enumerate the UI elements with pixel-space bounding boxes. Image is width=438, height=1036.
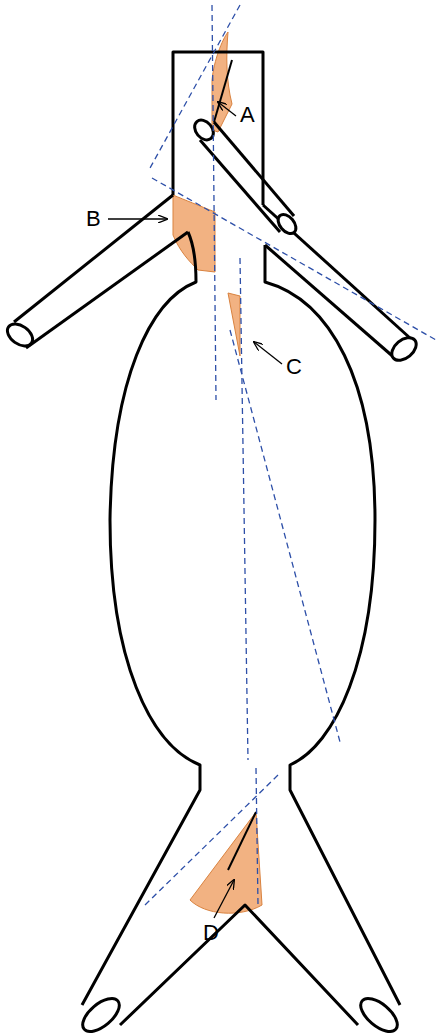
branch-wall <box>26 232 188 348</box>
leader-arrow <box>214 880 234 918</box>
centerline <box>228 812 256 870</box>
leader-arrow <box>218 102 236 116</box>
region-c <box>228 293 240 356</box>
vessel-wall <box>120 905 358 1025</box>
vessel-end <box>77 992 125 1036</box>
branch-wall <box>265 245 397 360</box>
dashed-line <box>152 178 436 340</box>
branch-wall <box>263 205 410 338</box>
vessel-wall <box>82 232 200 1005</box>
leader-arrow <box>254 342 282 364</box>
region-a <box>212 32 232 132</box>
dashed-line <box>212 5 216 400</box>
vessel-end <box>3 320 36 351</box>
branch-wall <box>214 122 294 216</box>
dashed-line <box>230 330 340 742</box>
leader-arrow <box>108 218 167 219</box>
callout-letter: C <box>286 356 302 378</box>
region-d <box>190 812 262 913</box>
dashed-line <box>256 768 258 905</box>
vessel-wall <box>265 245 400 1005</box>
callout-letter: D <box>203 922 219 944</box>
vessel-end <box>275 211 300 237</box>
centerline <box>214 60 232 122</box>
vessel-end <box>387 333 420 365</box>
callout-letter: A <box>240 104 255 126</box>
callout-letter: B <box>86 208 101 230</box>
dashed-line <box>240 258 248 760</box>
dashed-line <box>145 775 278 905</box>
dashed-line <box>150 5 240 168</box>
vessel-end <box>355 992 403 1036</box>
